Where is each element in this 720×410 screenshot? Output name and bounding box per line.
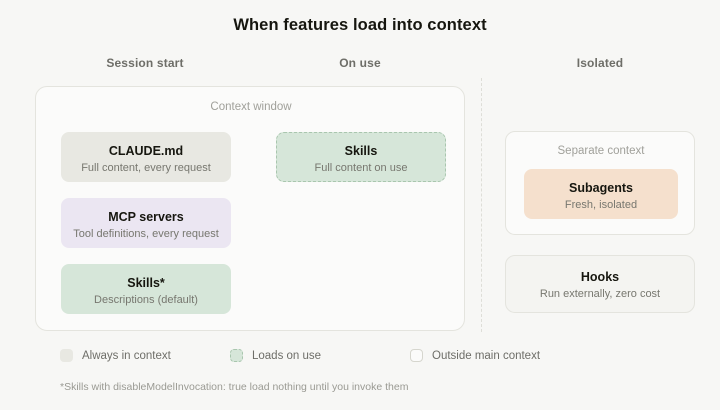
column-header-isolated: Isolated [576,56,624,70]
card-title: Hooks [580,270,620,284]
card-subtitle: Full content, every request [81,162,211,174]
legend-label: Loads on use [252,349,322,362]
card-subtitle: Tool definitions, every request [73,228,219,240]
loads-on-use-swatch [230,349,243,362]
card-mcp-servers: MCP servers Tool definitions, every requ… [61,198,231,248]
legend-label: Outside main context [432,349,541,362]
card-subtitle: Fresh, isolated [564,199,638,211]
separate-context-container: Separate context Subagents Fresh, isolat… [505,131,695,235]
outside-main-context-swatch [410,349,423,362]
column-header-on-use: On use [339,56,381,70]
card-title: CLAUDE.md [108,144,184,158]
card-title: MCP servers [108,210,184,224]
card-hooks: Hooks Run externally, zero cost [505,255,695,313]
card-subtitle: Descriptions (default) [94,294,198,306]
legend-item-always-in-context: Always in context [60,349,230,362]
page-title: When features load into context [233,16,487,34]
context-boundary-divider [481,78,482,332]
card-title: Subagents [569,181,633,195]
context-window-label: Context window [210,101,292,113]
card-subtitle: Full content on use [314,162,408,174]
legend-item-outside-main-context: Outside main context [410,349,540,362]
column-header-session-start: Session start [106,56,184,70]
footnote: *Skills with disableModelInvocation: tru… [60,381,409,393]
legend-item-loads-on-use: Loads on use [230,349,410,362]
card-subtitle: Run externally, zero cost [539,288,661,300]
separate-context-label: Separate context [557,145,645,157]
card-subagents: Subagents Fresh, isolated [524,169,678,219]
card-skills-on-use: Skills Full content on use [276,132,446,182]
card-title: Skills* [127,276,165,290]
legend: Always in context Loads on use Outside m… [60,349,540,362]
card-title: Skills [344,144,378,158]
legend-label: Always in context [82,349,171,362]
context-window-container: Context window CLAUDE.md Full content, e… [35,86,465,331]
card-skills-descriptions: Skills* Descriptions (default) [61,264,231,314]
always-in-context-swatch [60,349,73,362]
card-claude-md: CLAUDE.md Full content, every request [61,132,231,182]
